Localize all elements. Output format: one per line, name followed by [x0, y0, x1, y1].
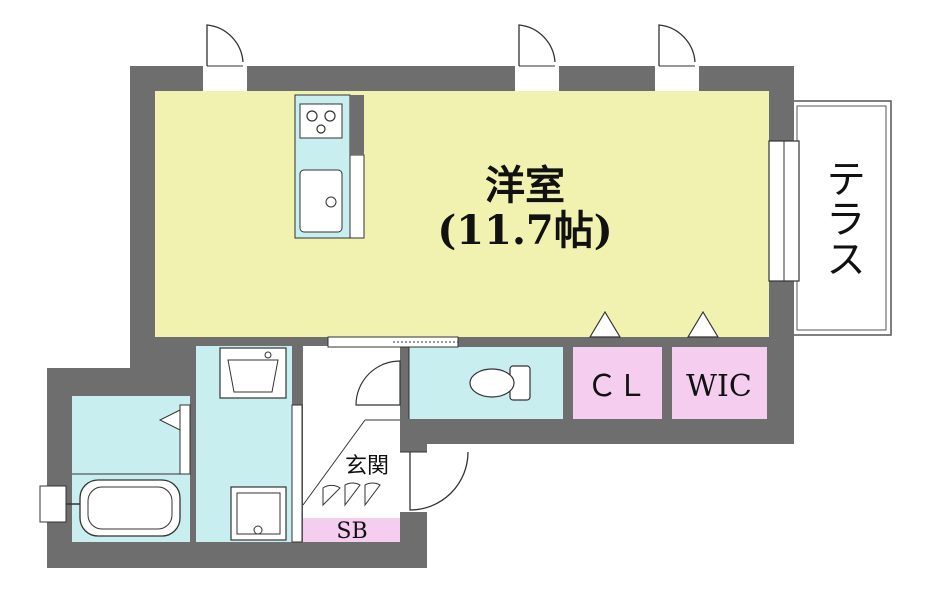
shoe-box-floor: [303, 518, 400, 542]
closets: [573, 310, 767, 419]
terrace-window: [768, 140, 800, 282]
drain-icon: [325, 196, 337, 208]
entrance-door-icon: [409, 451, 469, 511]
western-room-floor: [155, 91, 769, 337]
washing-machine-pan-icon: [230, 486, 287, 541]
bathroom: [39, 396, 191, 542]
burner-icon: [324, 110, 336, 122]
door-icon: [655, 24, 699, 91]
washroom: [196, 346, 303, 543]
shoe-box-door-icon: [364, 482, 381, 507]
kitchen: [294, 94, 365, 239]
terrace-label: テラス: [819, 158, 865, 278]
shoe-box-door-icon: [344, 482, 361, 507]
faucet-icon: [264, 351, 272, 359]
toilet-bowl-icon: [469, 368, 515, 398]
entrance-label: 玄関: [345, 454, 389, 479]
stove-icon: [299, 103, 343, 139]
shoe-box-label: SB: [336, 519, 367, 544]
closet-door-icon: [588, 310, 622, 338]
closet-label: ＣＬ: [587, 369, 647, 404]
burner-icon: [306, 110, 318, 122]
western-room-size-label: (11.7帖): [437, 207, 612, 254]
sink-icon: [299, 169, 343, 233]
wic-floor: [672, 347, 767, 419]
bathtub-icon: [79, 479, 181, 537]
burner-icon: [316, 124, 326, 134]
pan-drain-icon: [253, 525, 263, 535]
washroom-sliding-door: [291, 404, 303, 543]
water-heater-icon: [39, 485, 67, 523]
kitchen-side-panel: [349, 154, 365, 239]
terrace: [792, 100, 892, 336]
wic-label: WIC: [686, 369, 752, 404]
toilet-door-icon: [355, 360, 401, 406]
shoe-box-door-icon: [322, 484, 341, 507]
hallway: [302, 336, 469, 542]
kitchen-wall: [350, 95, 364, 155]
door-icon: [515, 24, 559, 91]
closet-floor: [573, 347, 662, 419]
top-doors: [203, 24, 699, 91]
door-icon: [203, 24, 247, 91]
toilet-room: [408, 347, 563, 419]
wic-door-icon: [686, 310, 720, 338]
basin-icon: [227, 359, 279, 393]
terrace-outline: [792, 100, 892, 336]
western-room-label: 洋室: [485, 162, 565, 209]
